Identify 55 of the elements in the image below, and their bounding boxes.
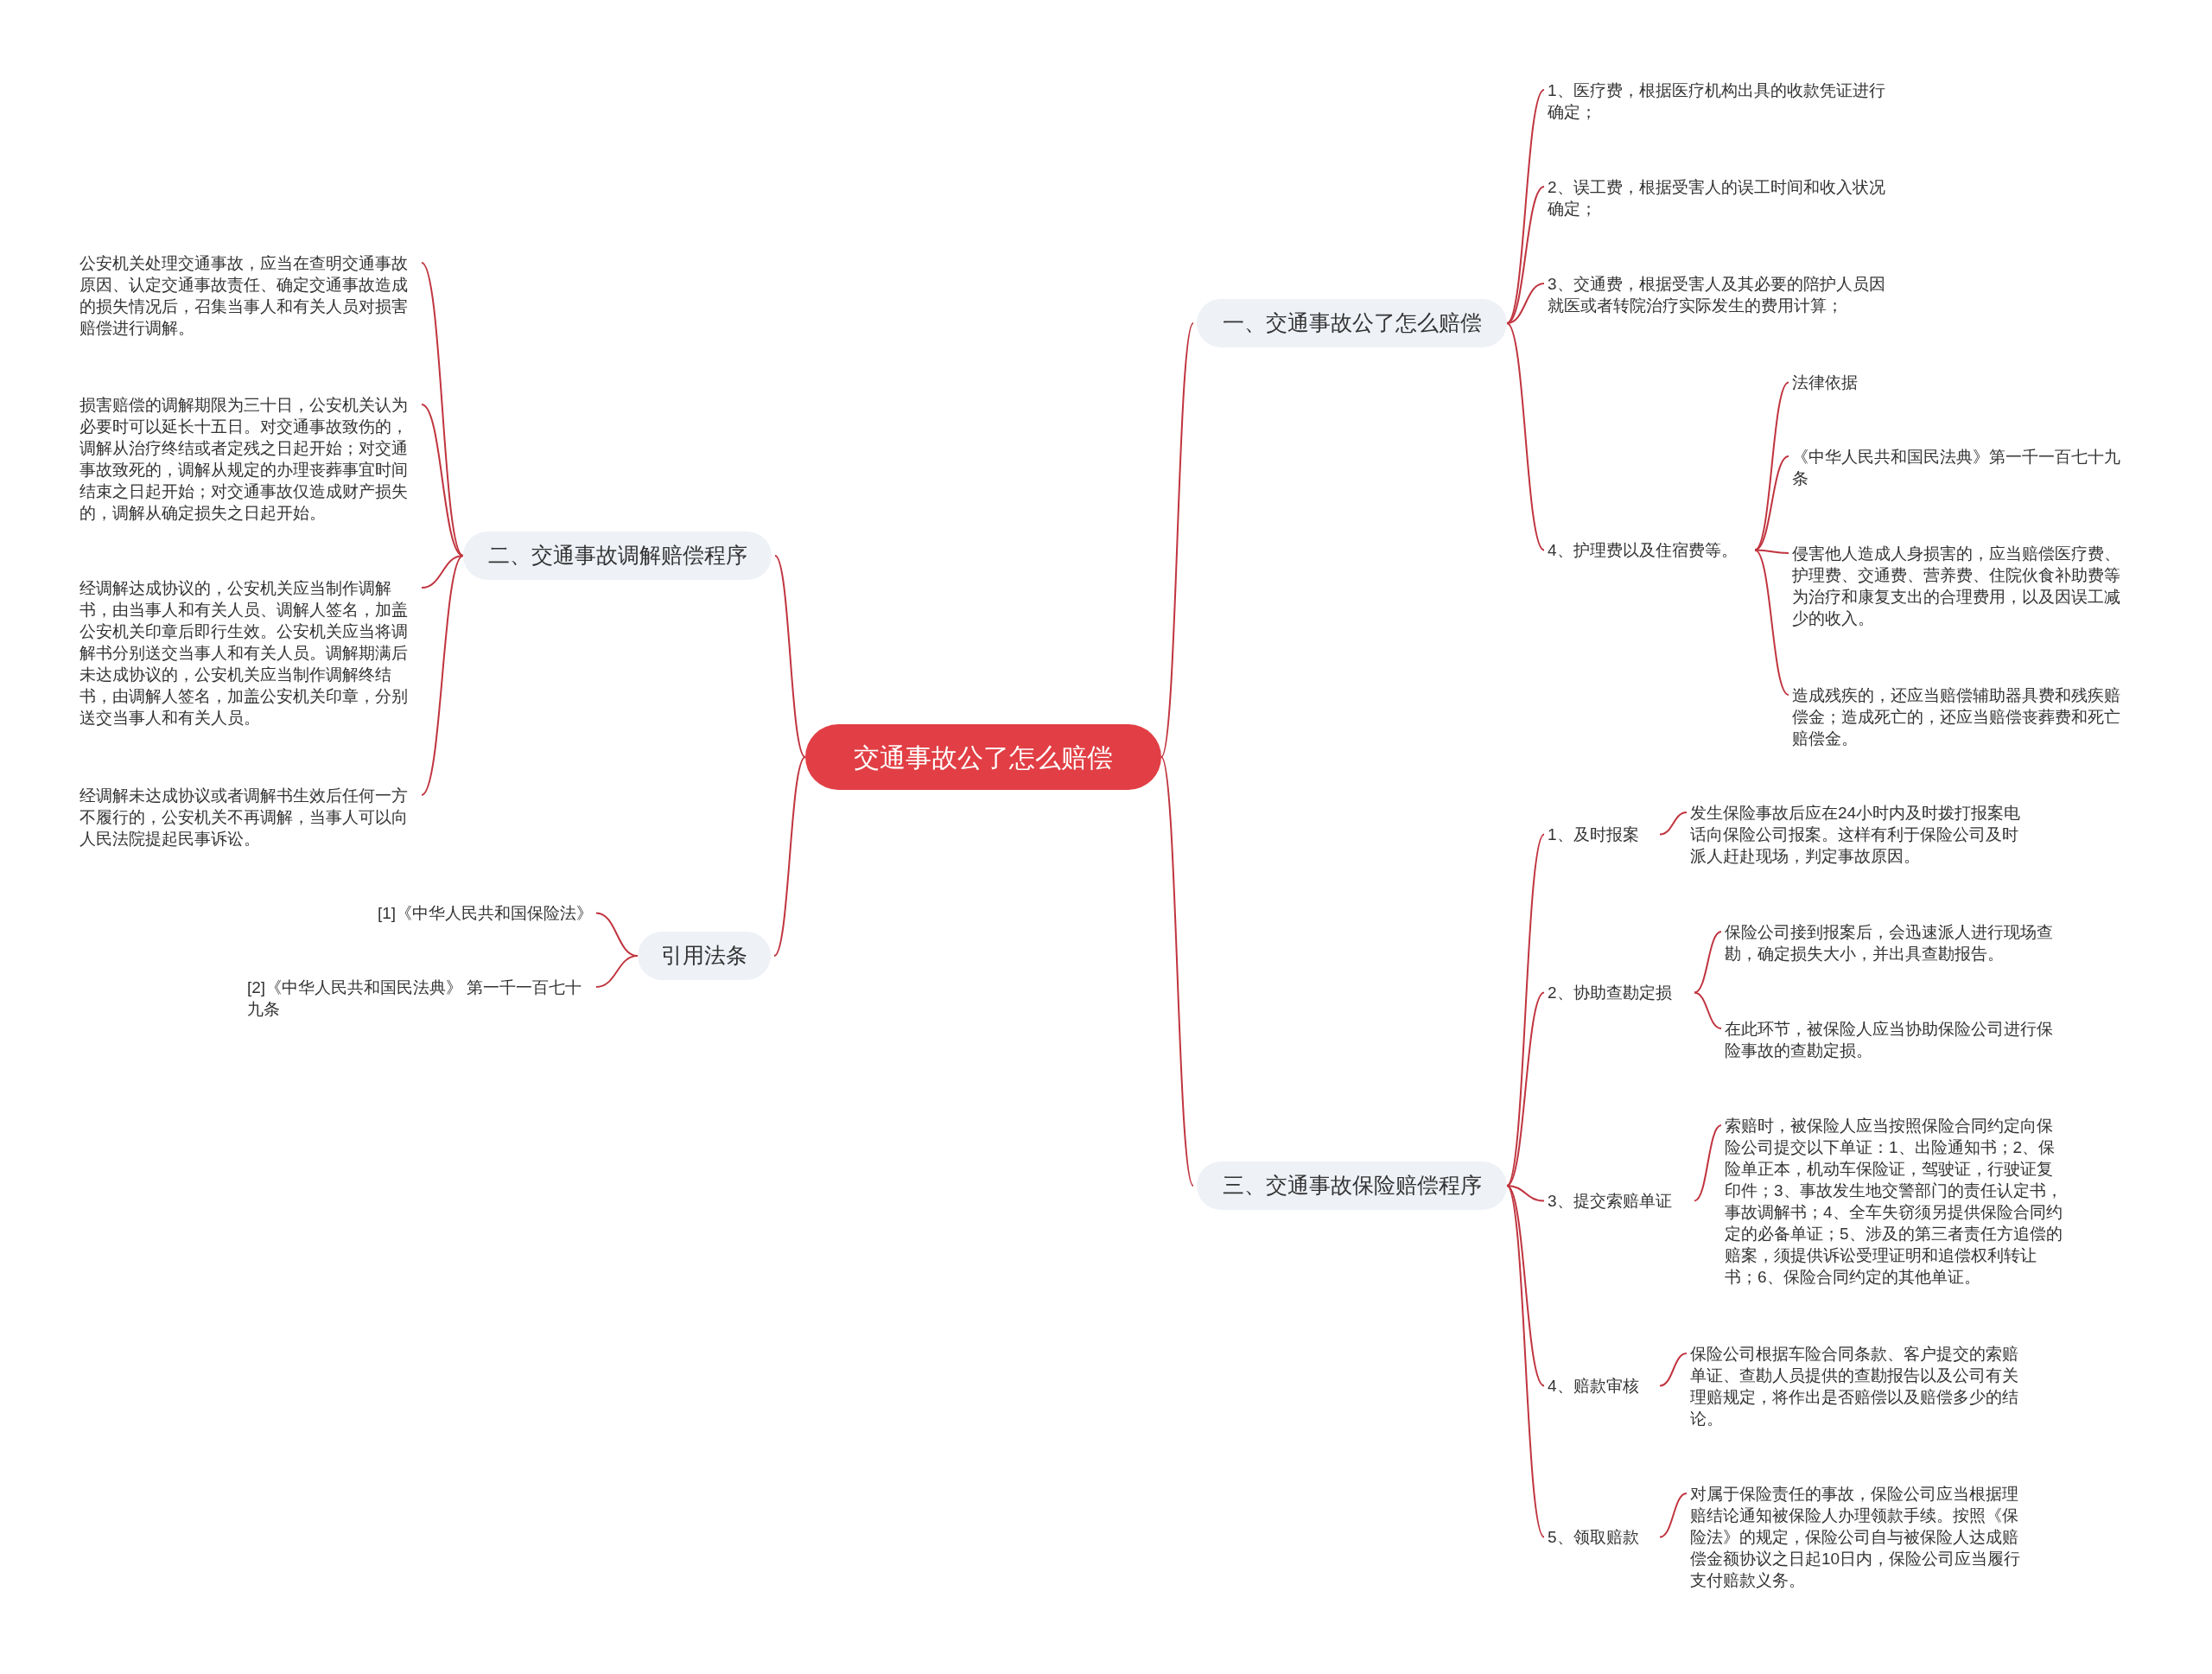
topic-text: 经调解达成协议的，公安机关应当制作调解书，由当事人和有关人员、调解人签名，加盖公安机关印章后即行生效。公安机关应当将调解书分别送交当事人和有关人员。调解期满后未达成协议的，公安机关应当制作调解终结书，由调解人签名，加盖公安机关印章，分别送交当事人和有关人员。	[79, 577, 418, 729]
connector-line	[1754, 455, 1789, 551]
topic-text: 《中华人民共和国民法典》第一千一百七十九条	[1792, 446, 2131, 489]
connector-line	[1506, 186, 1545, 324]
connector-line	[1160, 756, 1194, 1187]
topic-text: 损害赔偿的调解期限为三十日，公安机关认为必要时可以延长十五日。对交通事故致伤的，调解从治疗终结或者定残之日起开始；对交通事故致死的，调解从规定的办理丧葬事宜时间结束之日起开始；对交通事故仅造成财产损失的，调解从确定损失之日起开始。	[79, 394, 418, 524]
connector-line	[1754, 549, 1789, 696]
connector-line	[1506, 1185, 1545, 1387]
topic-text: 侵害他人造成人身损害的，应当赔偿医疗费、护理费、交通费、营养费、住院伙食补助费等为治疗和康复支出的合理费用，以及因误工减少的收入。	[1792, 543, 2131, 629]
branch-topic: 一、交通事故公了怎么赔偿	[1197, 299, 1507, 347]
connector-line	[595, 955, 639, 988]
topic-text: 公安机关处理交通事故，应当在查明交通事故原因、认定交通事故责任、确定交通事故造成的损失情况后，召集当事人和有关人员对损害赔偿进行调解。	[79, 252, 418, 339]
central-topic: 交通事故公了怎么赔偿	[805, 724, 1161, 790]
connector-line	[421, 555, 464, 796]
topic-text: 3、交通费，根据受害人及其必要的陪护人员因就医或者转院治疗实际发生的费用计算；	[1548, 273, 1886, 316]
connector-line	[1659, 1353, 1688, 1387]
connector-line	[1506, 991, 1545, 1187]
connector-line	[421, 404, 464, 557]
branch-topic: 三、交通事故保险赔偿程序	[1197, 1162, 1507, 1210]
connector-line	[1506, 322, 1545, 551]
connector-line	[1160, 322, 1194, 758]
topic-text: 2、误工费，根据受害人的误工时间和收入状况确定；	[1548, 176, 1886, 220]
topic-text: 经调解未达成协议或者调解书生效后任何一方不履行的，公安机关不再调解，当事人可以向人民法院提起民事诉讼。	[79, 785, 418, 850]
connector-line	[1659, 1493, 1688, 1538]
connector-line	[1506, 1185, 1545, 1538]
topic-text: 保险公司接到报案后，会迅速派人进行现场查勘，确定损失大小，并出具查勘报告。	[1725, 921, 2063, 964]
connector-line	[1506, 283, 1545, 324]
topic-text: 3、提交索赔单证	[1548, 1190, 1694, 1212]
topic-text: 1、及时报案	[1548, 824, 1660, 845]
topic-text: [2]《中华人民共和国民法典》 第一千一百七十九条	[247, 977, 593, 1020]
connector-line	[421, 555, 464, 589]
connector-line	[1659, 812, 1688, 836]
topic-text: 4、赔款审核	[1548, 1375, 1660, 1397]
connector-line	[1694, 1124, 1722, 1202]
topic-text: 对属于保险责任的事故，保险公司应当根据理赔结论通知被保险人办理领款手续。按照《保险法》的规定，保险公司自与被保险人达成赔偿金额协议之日起10日内，保险公司应当履行支付赔款义务。	[1690, 1483, 2029, 1591]
branch-topic: 二、交通事故调解赔偿程序	[463, 531, 772, 580]
connector-line	[1694, 931, 1722, 994]
connector-line	[421, 262, 464, 557]
topic-text: 索赔时，被保险人应当按照保险合同约定向保险公司提交以下单证：1、出险通知书；2、保险单正本，机动车保险证，驾驶证，行驶证复印件；3、事故发生地交警部门的责任认定书，事故调解书；4、全车失窃须另提供保险合同约定的必备单证；5、涉及的第三者责任方追偿的赔案，须提供诉讼受理证明和追偿权利转让书；6、保险合同约定的其他单证。	[1725, 1115, 2063, 1288]
branch-topic: 引用法条	[638, 932, 771, 980]
connector-line	[1694, 991, 1722, 1029]
topic-text: 在此环节，被保险人应当协助保险公司进行保险事故的查勘定损。	[1725, 1018, 2063, 1061]
topic-text: 发生保险事故后应在24小时内及时拨打报案电话向保险公司报案。这样有利于保险公司及时派人赶赴现场，判定事故原因。	[1690, 802, 2029, 867]
topic-text: 1、医疗费，根据医疗机构出具的收款凭证进行确定；	[1548, 80, 1886, 123]
connector-line	[774, 555, 806, 758]
connector-line	[1506, 89, 1545, 324]
topic-text: 2、协助查勘定损	[1548, 982, 1694, 1003]
connector-line	[773, 756, 806, 957]
topic-text: [1]《中华人民共和国保险法》	[247, 902, 593, 924]
topic-text: 4、护理费以及住宿费等。	[1548, 539, 1755, 561]
topic-text: 造成残疾的，还应当赔偿辅助器具费和残疾赔偿金；造成死亡的，还应当赔偿丧葬费和死亡赔偿金。	[1792, 684, 2131, 749]
topic-text: 法律依据	[1792, 372, 2131, 393]
topic-text: 保险公司根据车险合同条款、客户提交的索赔单证、查勘人员提供的查勘报告以及公司有关理赔规定，将作出是否赔偿以及赔偿多少的结论。	[1690, 1343, 2029, 1429]
topic-text: 5、领取赔款	[1548, 1526, 1660, 1548]
connector-line	[1506, 1185, 1545, 1202]
